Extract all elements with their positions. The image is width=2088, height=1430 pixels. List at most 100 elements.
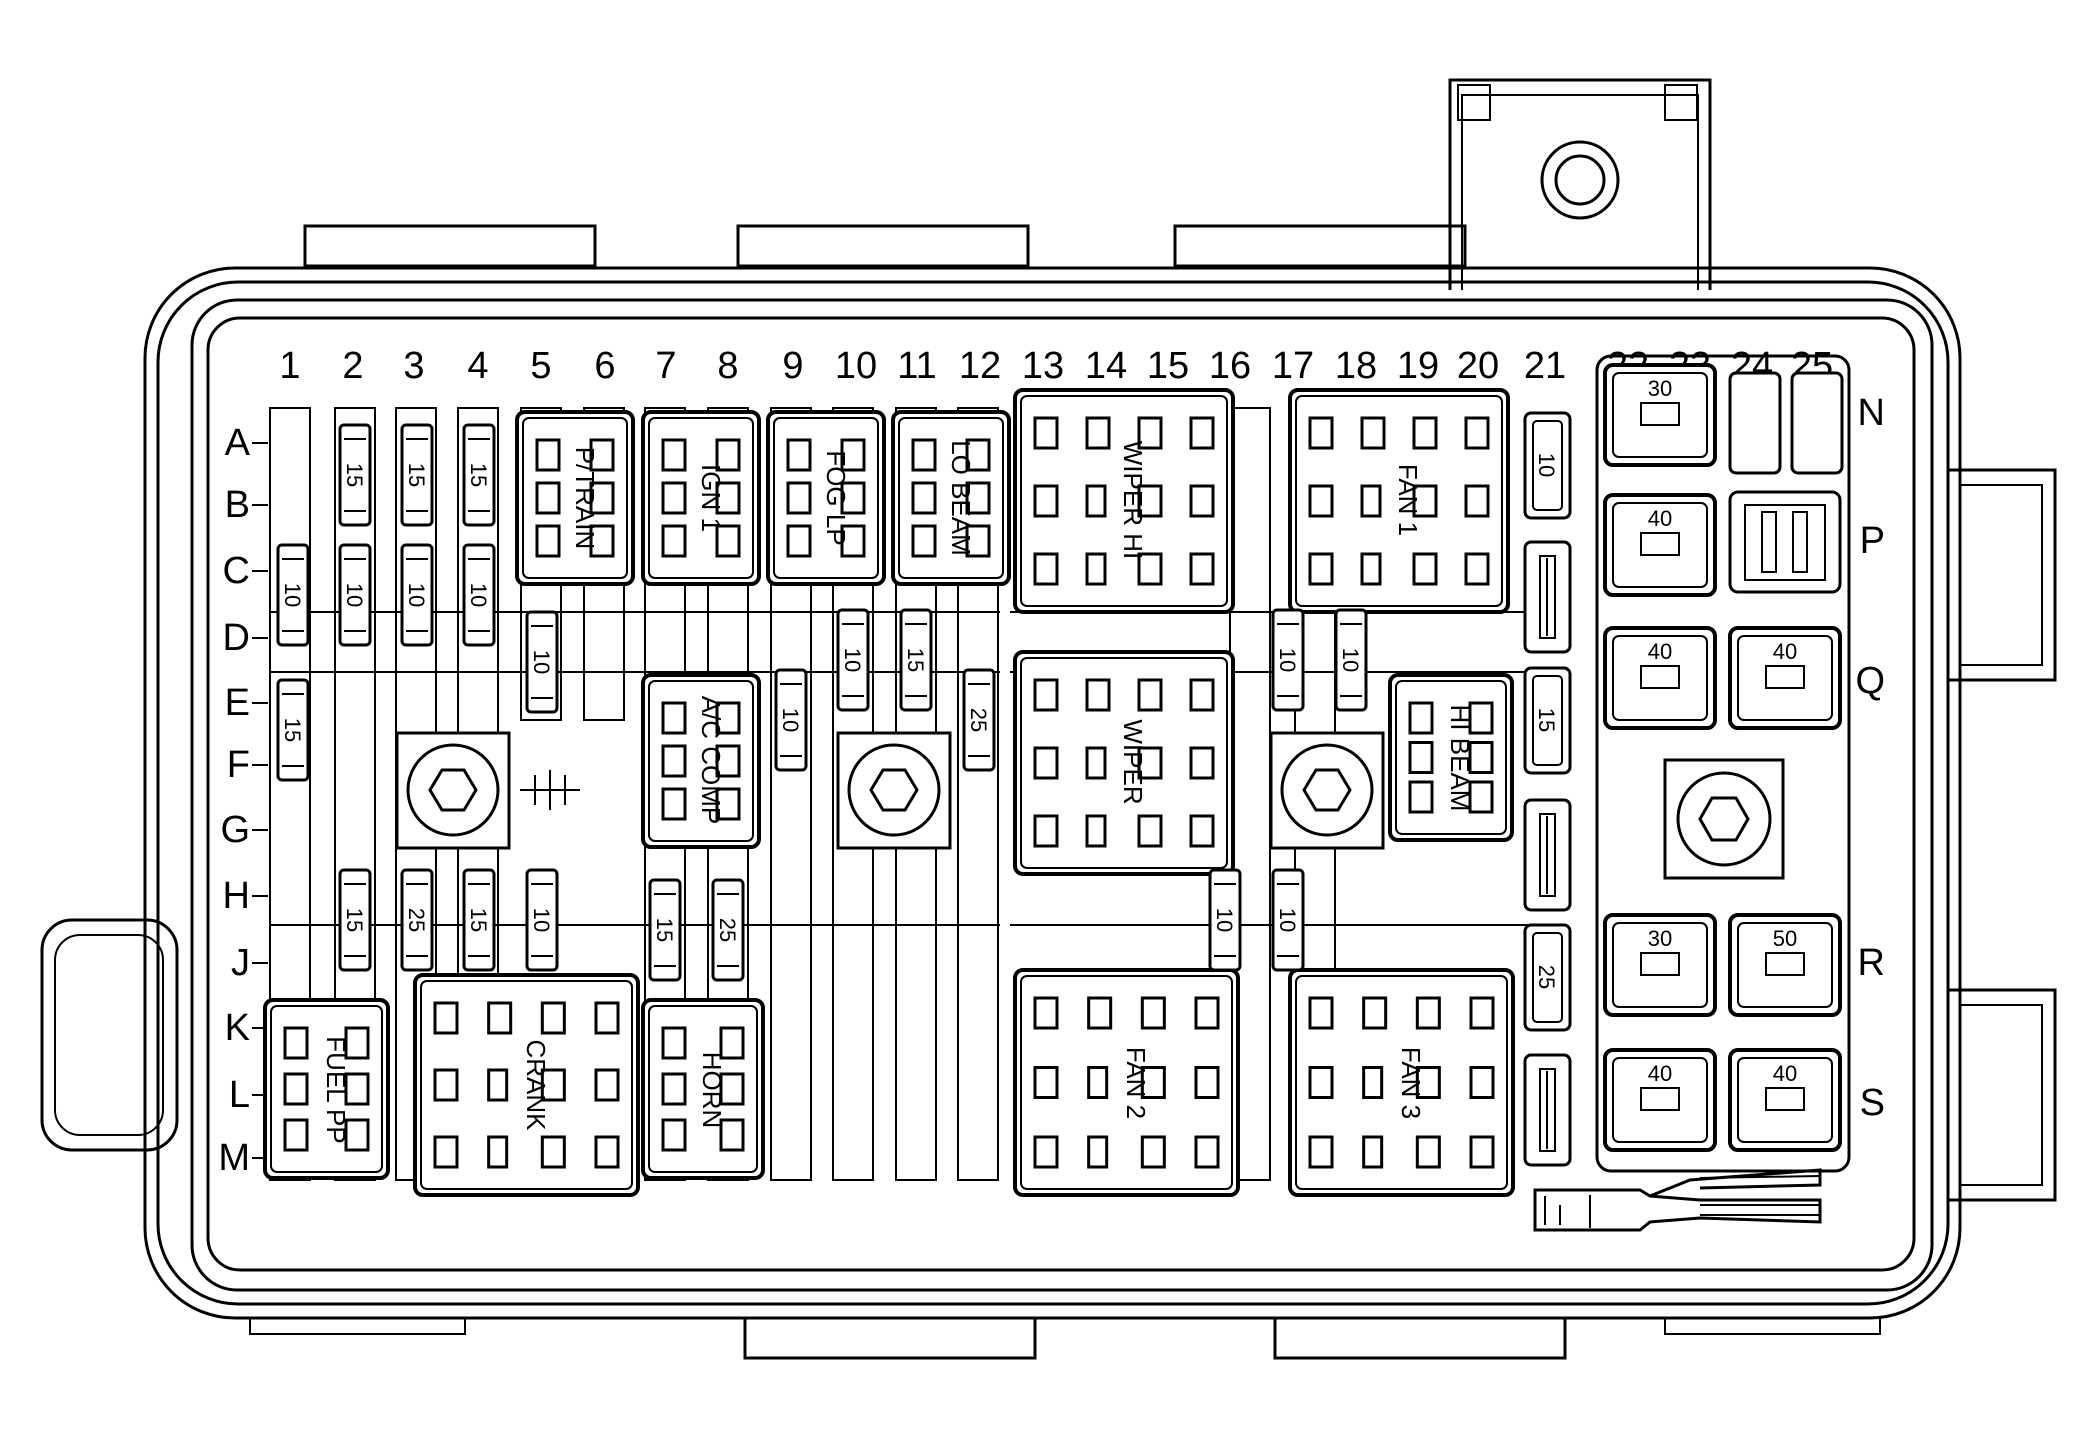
maxi-fuse-n22: 30 [1603,363,1717,467]
row-label-N: N [1858,392,1885,434]
row-label-G: G [220,809,250,851]
relay-pin [589,524,615,558]
mini-fuse-j4: 15 [462,868,496,972]
relay-pin [1308,1066,1334,1099]
relay-pin [1033,996,1059,1030]
relay-fan2: FAN 2 [1013,968,1240,1197]
column-header-14: 14 [1085,345,1127,387]
relay-lobeam: LO BEAM [891,410,1011,586]
relay-pin [1137,484,1163,518]
relay-label-fan1: FAN 1 [1393,464,1423,536]
relay-pin [433,1001,459,1035]
mini-fuse-rating: 25 [404,908,429,932]
relay-pin [1033,484,1059,518]
relay-pin [719,1072,745,1106]
relay-pin [1308,996,1334,1030]
mini-fuse-e1: 15 [276,678,310,782]
relay-label-hibeam: HI BEAM [1445,705,1475,812]
maxi-fuse-q24: 40 [1728,626,1842,730]
relay-pin [1415,996,1441,1030]
relay-pin [1085,416,1111,450]
relay-pin [911,524,937,558]
relay-pin [1194,1135,1220,1169]
mini-fuse-d17: 10 [1271,608,1305,712]
mini-fuse-rating: 10 [1212,908,1237,932]
relay-pin [786,524,812,558]
row-label-A: A [225,422,251,464]
column-header-1: 1 [279,345,300,387]
relay-pin [715,481,741,515]
row-label-C: C [223,550,250,592]
relay-pin [1464,484,1490,518]
mini-fuse-j3: 25 [400,868,434,972]
relay-pin [1415,1066,1441,1099]
mini-fuse-rating: 15 [466,908,491,932]
relay-pin [1087,996,1113,1030]
relay-pin [1137,746,1163,780]
relay-pin [1408,701,1434,735]
relay-pin [1412,484,1438,518]
relay-pin [540,1001,566,1035]
relay-pin [1087,1066,1109,1099]
relay-pin [1033,746,1059,780]
relay-pin [840,438,866,472]
relay-label-horn: HORN [697,1052,727,1129]
maxi-fuse-r22: 30 [1603,913,1717,1017]
maxi-fuse-rating: 30 [1648,376,1672,401]
relay-pin [1308,484,1334,518]
relay-pin [1412,416,1438,450]
relay-pin [1468,741,1494,774]
housing [40,78,2057,1360]
relay-pin [594,1001,620,1035]
relay-pin [1362,996,1388,1030]
mini-fuse-e9: 10 [774,668,808,772]
relay-pin [1140,1066,1166,1099]
relay-pin [661,1026,687,1060]
relay-pin [715,744,741,778]
relay-pin [965,524,991,558]
relay-fan3: FAN 3 [1288,968,1515,1197]
column-header-20: 20 [1457,345,1499,387]
relay-pin [1137,678,1163,712]
relay-pin [1408,780,1434,814]
relay-pin [1412,552,1438,586]
row-label-F: F [227,744,250,786]
column-headers: 1234567891011121314151617181920212223242… [279,345,1833,387]
side-fuse-k21: 25 [1523,923,1572,1032]
side-fuse-empty [1523,798,1572,912]
relay-pin [661,524,687,558]
relay-pin [1408,741,1434,774]
relay-pin [840,481,866,515]
terminal-cluster [520,770,580,810]
column-header-13: 13 [1022,345,1064,387]
relay-pin [1085,484,1107,518]
mini-fuse-rating: 15 [466,463,491,487]
relay-label-foglp: FOG LP [821,450,851,545]
mini-fuse-rating: 15 [280,718,305,742]
relay-pin [283,1072,309,1106]
mini-fuse-rating: 10 [342,583,367,607]
relay-pin [1308,1135,1334,1169]
relay-pin [433,1135,459,1169]
relay-pin [344,1026,370,1060]
relay-horn: HORN [641,998,765,1180]
maxi-fuse-rating: 30 [1648,926,1672,951]
side-fuse-rating: 15 [1534,708,1559,732]
relay-pin [965,481,991,515]
mini-fuse-j7: 15 [648,878,682,982]
column-header-15: 15 [1147,345,1189,387]
relay-pin [1085,746,1107,780]
row-label-B: B [225,484,250,526]
relay-pin [594,1135,620,1169]
mini-fuse-d11: 15 [899,608,933,712]
column-header-4: 4 [467,345,488,387]
relay-pin [719,1118,745,1152]
bolt-posts [395,731,1785,880]
mini-fuse-rating: 10 [404,583,429,607]
row-label-M: M [218,1137,250,1179]
relay-pin [719,1026,745,1060]
